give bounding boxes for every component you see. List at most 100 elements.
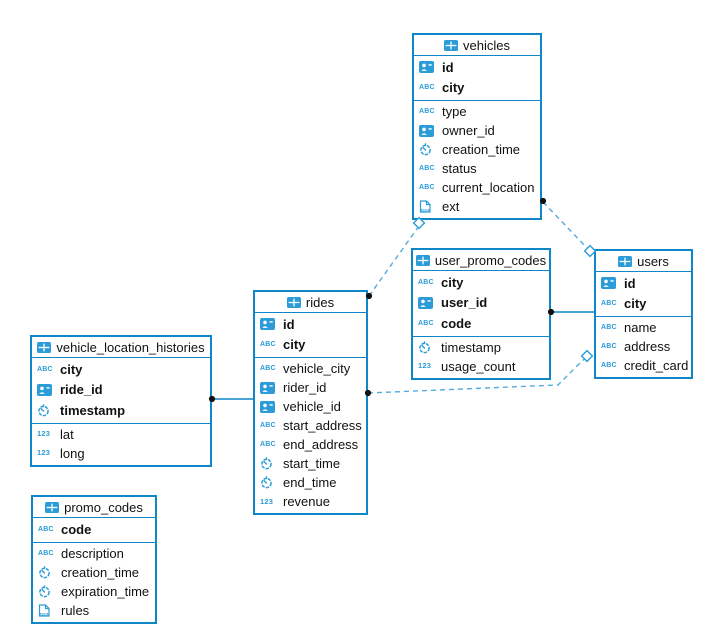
table-header[interactable]: users (596, 251, 691, 272)
column-name: city (60, 361, 83, 377)
number-type-icon: 123 (37, 429, 51, 439)
column-name: end_address (283, 437, 359, 452)
column-name: owner_id (442, 123, 495, 138)
column-id[interactable]: id (596, 273, 691, 294)
column-name: vehicle_city (283, 361, 351, 376)
column-name: user_id (441, 295, 488, 311)
relation-user_promo_codes-users (547, 308, 594, 316)
table-name: vehicle_location_histories (56, 339, 205, 355)
string-type-icon: ABC (260, 441, 276, 448)
json-doc-icon: JSON (38, 603, 50, 617)
column-end_time[interactable]: end_time (255, 473, 366, 492)
column-lat[interactable]: 123 lat (32, 425, 210, 444)
table-icon (618, 255, 633, 267)
column-name: ext (442, 199, 460, 214)
column-name: type (442, 104, 467, 119)
string-type-icon: ABC (260, 422, 276, 429)
number-type-icon: 123 (418, 361, 432, 371)
column-user_id[interactable]: user_id (413, 293, 549, 314)
column-name: current_location (442, 180, 535, 195)
id-card-icon (260, 381, 275, 394)
table-icon (444, 39, 459, 51)
column-name: lat (60, 426, 74, 442)
column-vehicle_city[interactable]: ABC vehicle_city (255, 359, 366, 378)
column-name: vehicle_id (283, 399, 341, 414)
id-card-icon (37, 383, 52, 396)
id-card-icon (260, 318, 275, 331)
column-name: long (60, 445, 85, 461)
string-type-icon: ABC (601, 343, 617, 350)
column-creation_time[interactable]: creation_time (33, 563, 155, 582)
column-name: city (283, 337, 306, 353)
string-type-icon: ABC (260, 365, 276, 372)
clock-icon (38, 403, 49, 417)
column-id[interactable]: id (255, 314, 366, 335)
column-name: expiration_time (61, 583, 150, 599)
string-type-icon: ABC (601, 324, 617, 331)
table-header[interactable]: user_promo_codes (413, 250, 549, 271)
column-start_time[interactable]: start_time (255, 454, 366, 473)
column-end_address[interactable]: ABC end_address (255, 435, 366, 454)
column-name: code (441, 315, 472, 331)
column-name: name (624, 320, 657, 335)
column-name[interactable]: ABC name (596, 318, 691, 337)
column-creation_time[interactable]: creation_time (414, 140, 540, 159)
column-name: start_time (283, 456, 341, 471)
column-vehicle_id[interactable]: vehicle_id (255, 397, 366, 416)
id-card-icon (419, 124, 434, 137)
column-timestamp[interactable]: timestamp (32, 400, 210, 421)
string-type-icon: ABC (37, 365, 53, 373)
table-header[interactable]: vehicles (414, 35, 540, 56)
table-header[interactable]: rides (255, 292, 366, 313)
column-owner_id[interactable]: owner_id (414, 121, 540, 140)
column-timestamp[interactable]: timestamp (413, 338, 549, 357)
column-usage_count[interactable]: 123 usage_count (413, 357, 549, 376)
clock-icon (420, 143, 431, 156)
column-city[interactable]: ABC city (32, 359, 210, 380)
column-rider_id[interactable]: rider_id (255, 378, 366, 397)
table-icon (37, 341, 52, 353)
columns-section: timestamp 123 usage_count (413, 337, 549, 378)
column-name: credit_card (624, 358, 689, 373)
column-id[interactable]: id (414, 57, 540, 78)
table-header[interactable]: promo_codes (33, 497, 155, 518)
column-ride_id[interactable]: ride_id (32, 380, 210, 401)
table-name: rides (305, 294, 335, 310)
table-header[interactable]: vehicle_location_histories (32, 337, 210, 358)
column-name: address (624, 339, 671, 354)
column-name: usage_count (441, 358, 516, 374)
clock-icon (39, 565, 50, 578)
column-address[interactable]: ABC address (596, 337, 691, 356)
column-expiration_time[interactable]: expiration_time (33, 582, 155, 601)
